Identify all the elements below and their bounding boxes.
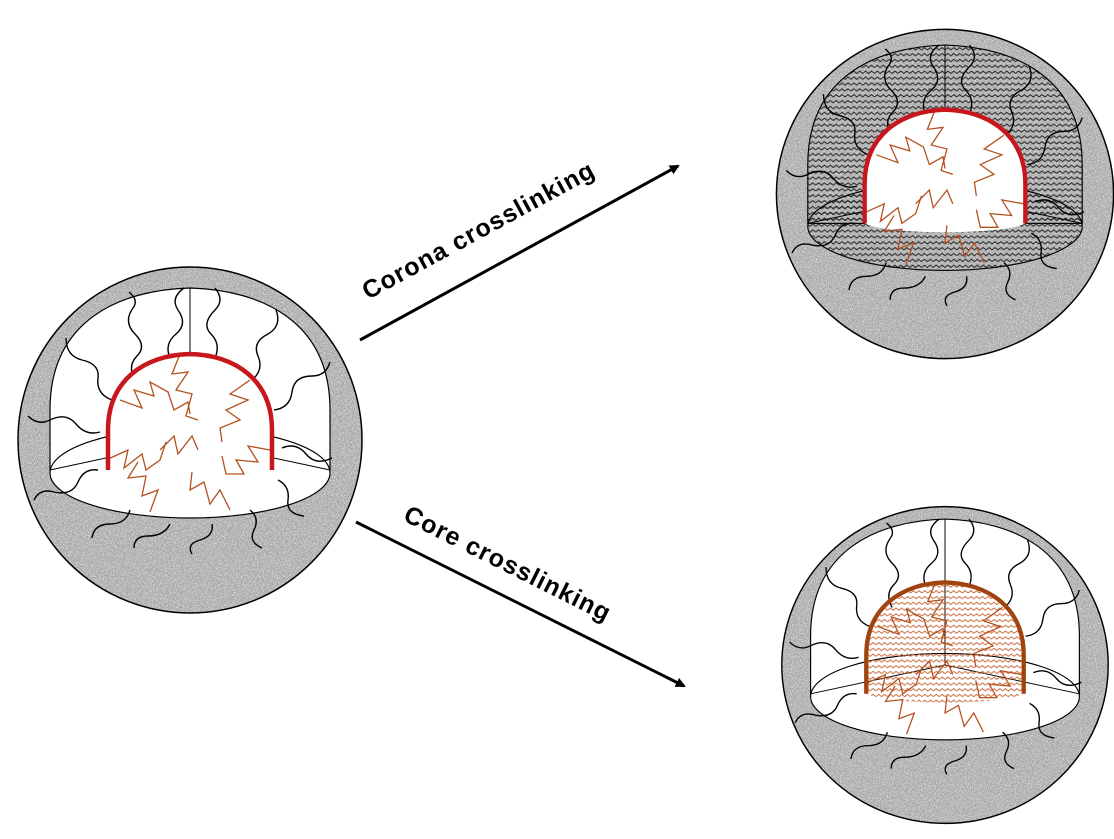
micelle-core-crosslinked: [782, 507, 1108, 824]
micelle-initial: [18, 267, 362, 613]
arrow-core: [356, 522, 684, 686]
core-crosslinking-label: Core crosslinking: [399, 500, 616, 627]
corona-crosslinking-label: Corona crosslinking: [357, 156, 599, 305]
micelle-corona-crosslinked: [776, 29, 1113, 358]
